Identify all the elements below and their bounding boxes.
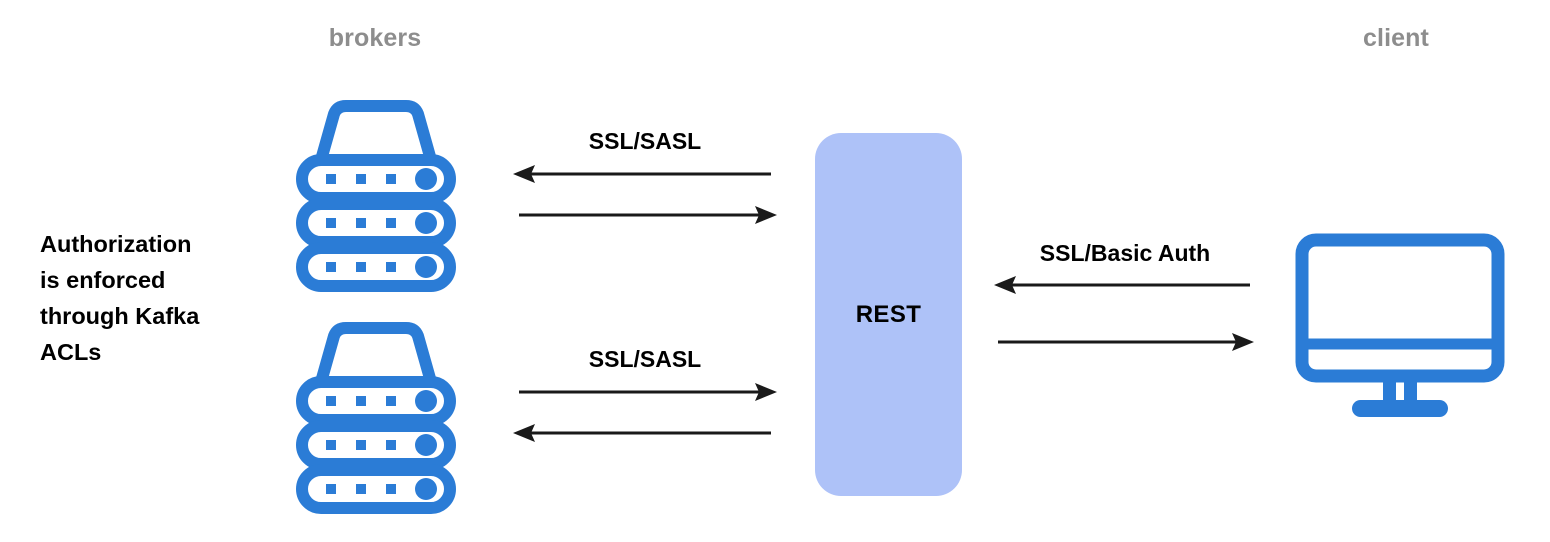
client-node[interactable] (1290, 228, 1510, 428)
arrow-left-icon (994, 276, 1250, 294)
connection-brokers-bottom-rest (505, 376, 785, 446)
edge-label-brokers-bottom: SSL/SASL (588, 346, 702, 372)
annotation-text: Authorization is enforced through Kafka … (40, 226, 255, 370)
arrow-right-icon (519, 383, 777, 401)
edge-label-brokers-top: SSL/SASL (588, 128, 702, 154)
rest-gateway-label: REST (855, 300, 922, 328)
annotation-line: through Kafka (40, 303, 200, 329)
broker-node-top[interactable] (290, 98, 462, 292)
broker-node-bottom[interactable] (290, 320, 462, 514)
column-heading-client: client (1363, 24, 1429, 52)
arrow-left-icon (513, 424, 771, 442)
connection-rest-client (988, 270, 1263, 360)
server-stack-icon (296, 322, 456, 514)
arrow-left-icon (513, 165, 771, 183)
arrow-right-icon (998, 333, 1254, 351)
column-heading-brokers: brokers (328, 24, 422, 52)
annotation-line: Authorization (40, 231, 192, 257)
arrow-right-icon (519, 206, 777, 224)
annotation-line: is enforced (40, 267, 166, 293)
server-stack-icon (296, 100, 456, 292)
connection-brokers-top-rest (505, 158, 785, 228)
annotation-line: ACLs (40, 339, 102, 365)
edge-label-rest-client: SSL/Basic Auth (1039, 240, 1211, 266)
rest-gateway-box[interactable]: REST (815, 133, 962, 496)
monitor-icon (1295, 233, 1505, 417)
